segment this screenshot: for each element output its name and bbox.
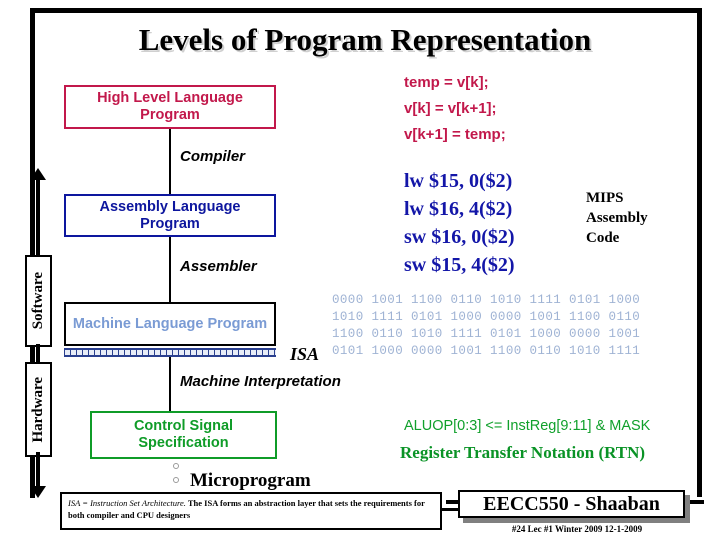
assembly-code-line: sw $16, 0($2) — [404, 226, 515, 248]
level-box-assembly-language-label: Assembly Language Program — [99, 198, 241, 232]
software-layer-label: Software — [30, 272, 46, 330]
assembly-code-caption: MIPS Assembly Code — [586, 190, 648, 246]
level-box-machine-language[interactable]: Machine Language Program — [64, 302, 276, 346]
level-box-high-level-language[interactable]: High Level Language Program — [64, 85, 276, 129]
level-box-control-signal-label: Control Signal Specification — [133, 418, 234, 451]
level-box-machine-language-label: Machine Language Program — [72, 315, 268, 332]
microprogram-label: Microprogram — [190, 470, 311, 491]
machine-binary-block: 0000 1001 1100 0110 1010 1111 0101 1000 … — [332, 292, 640, 360]
branding-meta-label: #24 Lec #1 Winter 2009 12-1-2009 — [511, 524, 643, 534]
spine-line-upper — [36, 176, 40, 258]
assembly-code-line: lw $15, 0($2) — [404, 170, 513, 192]
slide-frame-right-border — [697, 8, 702, 497]
stage-label-compiler: Compiler — [180, 148, 246, 165]
software-layer-label-box: Software — [25, 255, 52, 347]
assembly-code-block: lw $15, 0($2) lw $16, 4($2) sw $16, 0($2… — [404, 167, 515, 279]
machine-binary-line: 0101 1000 0000 1001 1100 0110 1010 1111 — [332, 344, 641, 358]
branding-tab-right — [690, 500, 704, 504]
connector-assembly-to-machine — [169, 237, 171, 302]
machine-binary-line: 1100 0110 1010 1111 0101 1000 0000 1001 — [332, 327, 641, 341]
branding-plate: EECC550 - Shaaban — [446, 490, 704, 523]
high-level-code-block: temp = v[k]; v[k] = v[k+1]; v[k+1] = tem… — [404, 70, 506, 148]
footnote-definition: ISA = Instruction Set Architecture. — [68, 498, 186, 508]
branding-tab-left — [446, 500, 458, 504]
level-box-assembly-language[interactable]: Assembly Language Program — [64, 194, 276, 237]
rtn-title: Register Transfer Notation (RTN) — [400, 443, 646, 462]
machine-binary-line: 1010 1111 0101 1000 0000 1001 1100 0110 — [332, 310, 641, 324]
slide-frame-top-border — [30, 8, 702, 13]
assembly-code-line: sw $15, 4($2) — [404, 254, 515, 276]
high-level-code-line: temp = v[k]; — [404, 74, 489, 91]
slide-frame-left-border — [30, 8, 35, 498]
level-box-high-level-language-label: High Level Language Program — [97, 90, 243, 123]
machine-binary-line: 0000 1001 1100 0110 1010 1111 0101 1000 — [332, 293, 641, 307]
spine-arrow-down-icon — [30, 486, 46, 498]
rtn-expression: ALUOP[0:3] <= InstReg[9:11] & MASK — [404, 418, 651, 434]
high-level-code-line: v[k] = v[k+1]; — [404, 100, 497, 117]
page-title: Levels of Program Representation — [138, 22, 592, 57]
high-level-code-line: v[k+1] = temp; — [404, 126, 506, 143]
microprogram-dotted-connector-icon — [173, 463, 179, 493]
isa-label: ISA — [290, 344, 320, 364]
connector-hll-to-assembly — [169, 129, 171, 194]
level-box-control-signal[interactable]: Control Signal Specification — [90, 411, 277, 459]
spine-arrow-up-icon — [30, 168, 46, 180]
assembly-code-line: lw $16, 4($2) — [404, 198, 513, 220]
hardware-layer-label: Hardware — [30, 376, 46, 443]
spine-line-lower — [36, 452, 40, 492]
footnote-box: ISA = Instruction Set Architecture. The … — [60, 492, 442, 530]
footnote-body: The ISA forms an abstraction layer that … — [68, 498, 425, 520]
hardware-layer-label-box: Hardware — [25, 362, 52, 457]
connector-machine-to-control — [169, 357, 171, 411]
stage-label-assembler: Assembler — [180, 258, 257, 275]
branding-course-label: EECC550 - Shaaban — [458, 490, 685, 518]
stage-label-machine-interpretation: Machine Interpretation — [180, 373, 341, 390]
spine-line-middle — [36, 344, 40, 366]
isa-abstraction-bar — [64, 348, 276, 357]
footnote-connector-line — [442, 508, 460, 511]
